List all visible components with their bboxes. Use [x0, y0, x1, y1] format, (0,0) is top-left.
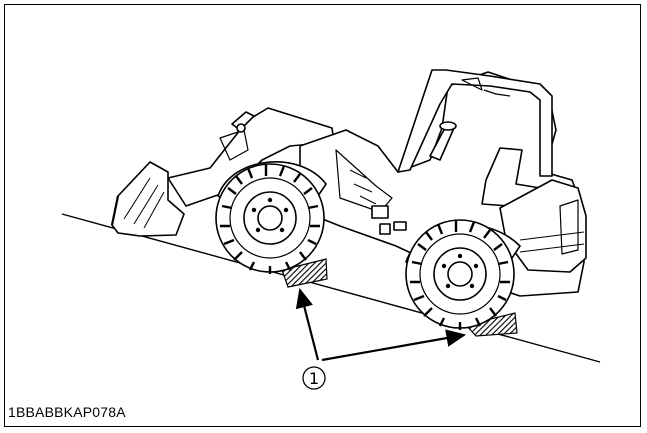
rear-wheel	[405, 219, 515, 330]
slope-ground-line	[61, 213, 601, 363]
wheel-loader	[110, 69, 587, 297]
wheel-chock-rear	[464, 312, 518, 337]
callout-arrow-front	[295, 287, 320, 361]
callout-number: 1	[309, 369, 319, 388]
wheel-chock-front	[281, 258, 328, 288]
loader-bucket	[111, 161, 185, 237]
callout-arrow-rear	[321, 329, 467, 362]
callout-marker: 1	[302, 366, 326, 390]
front-wheel	[215, 163, 325, 274]
operator-seat	[481, 147, 541, 209]
figure-code: 1BBABBKAP078A	[8, 404, 126, 420]
rops-frame	[397, 69, 553, 177]
